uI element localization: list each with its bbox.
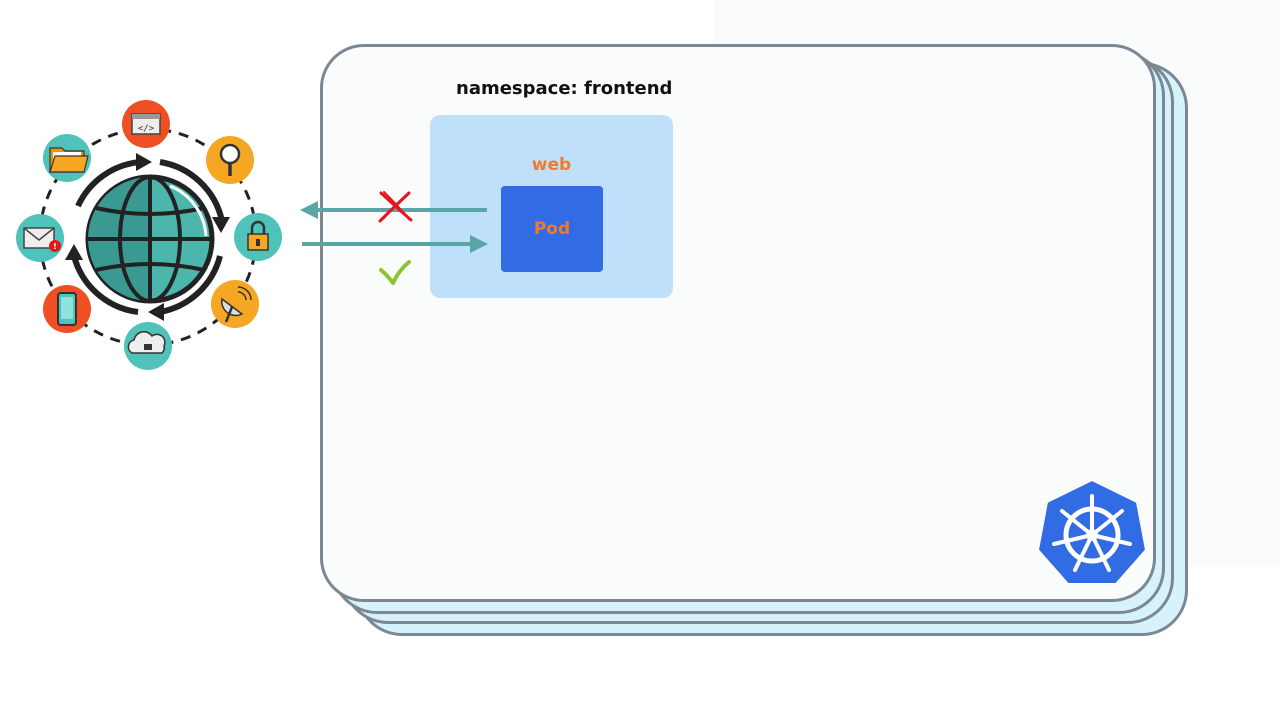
deployment-label: web <box>531 155 572 175</box>
mail-alert-icon: ! <box>16 214 64 262</box>
cloud-lock-icon <box>124 322 172 370</box>
globe-icon <box>85 174 215 304</box>
magnifier-icon <box>206 136 254 184</box>
cycle-arrowheads <box>65 153 230 321</box>
ingress-arrow <box>302 235 488 253</box>
checkmark-icon <box>379 260 411 285</box>
pod-box: Pod <box>501 186 603 272</box>
cross-icon <box>378 191 413 223</box>
svg-text:!: ! <box>53 242 57 251</box>
deployment-box: web Pod <box>430 115 673 298</box>
svg-text:</>: </> <box>138 124 155 134</box>
folder-icon <box>43 134 91 182</box>
code-window-icon: </> <box>122 100 170 148</box>
smartphone-icon <box>43 285 91 333</box>
namespace-label: namespace: frontend <box>456 78 673 99</box>
internet-icon-group: </> <box>16 100 282 370</box>
pod-label: Pod <box>533 219 571 239</box>
padlock-icon <box>234 213 282 261</box>
cycle-arrows-icon <box>71 159 225 315</box>
kubernetes-logo-icon <box>1036 478 1148 585</box>
satellite-dish-icon <box>211 280 259 328</box>
